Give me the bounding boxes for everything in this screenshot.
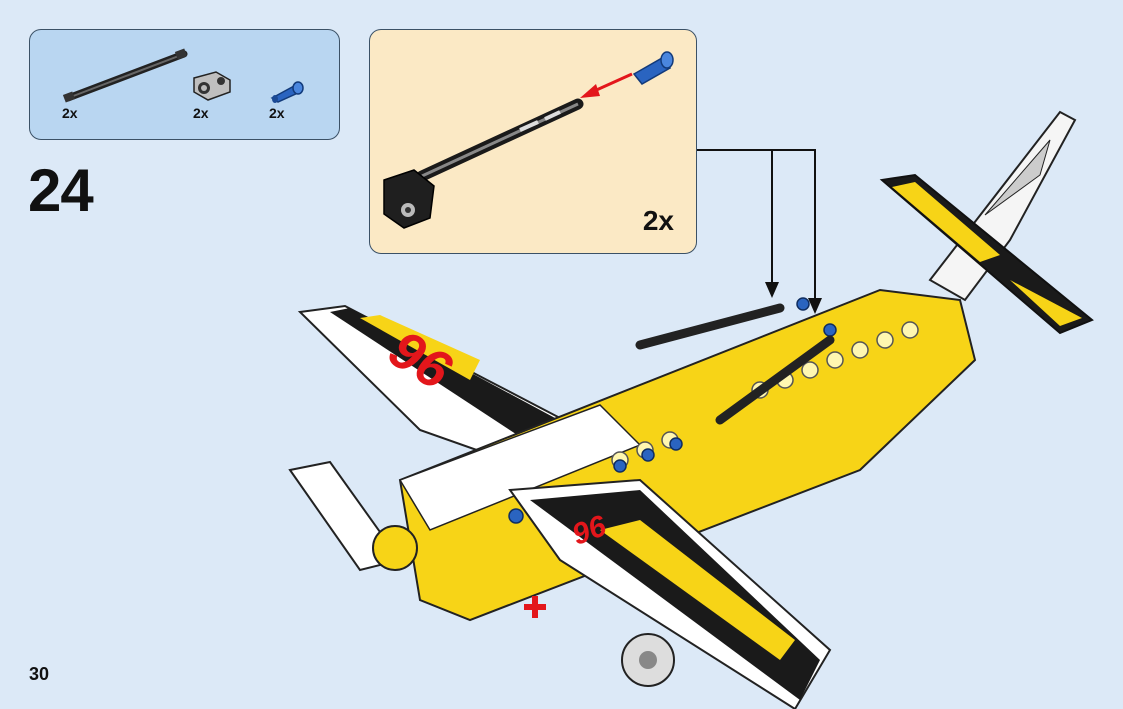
page-number: 30 [29, 664, 49, 685]
propeller-hub [373, 526, 417, 570]
red-cross-marker [524, 596, 546, 618]
